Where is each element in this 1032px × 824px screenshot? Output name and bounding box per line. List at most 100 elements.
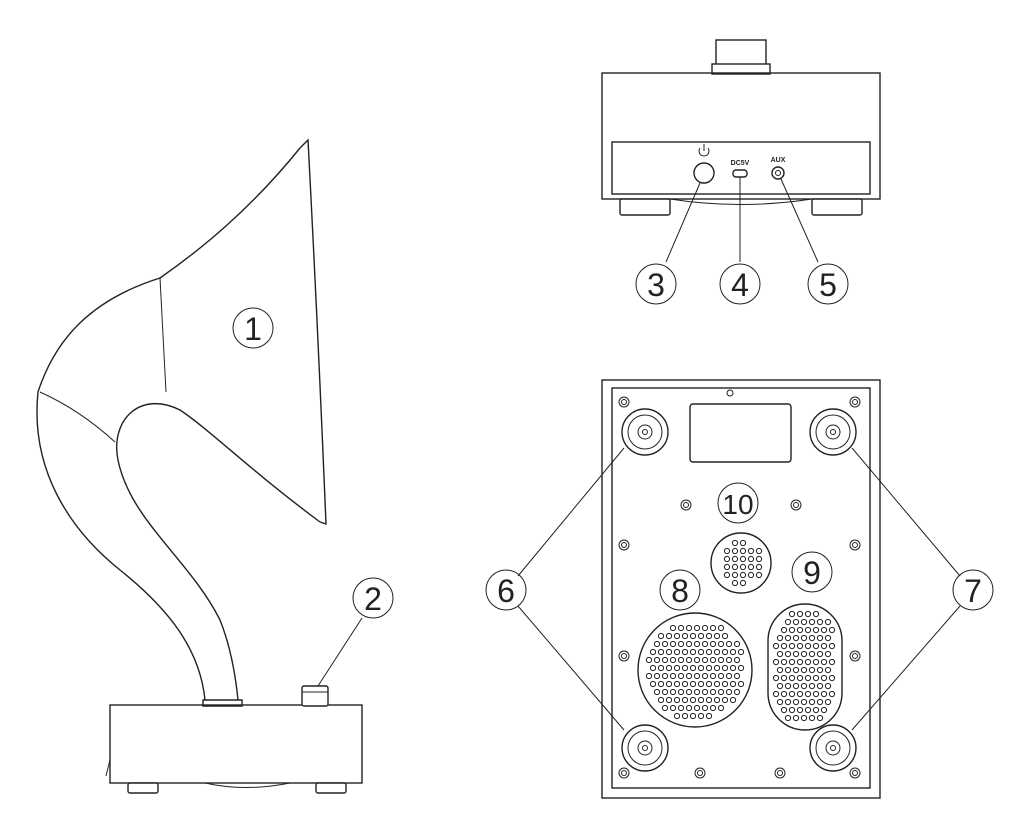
side-foot-left [127,782,159,794]
grille-hole [808,714,816,722]
grille-hole [709,688,717,696]
grille-hole [820,658,828,666]
callout-3: 3 [635,263,677,305]
grille-hole [800,682,808,690]
grille-hole [820,642,828,650]
grille-hole [717,640,725,648]
grille-hole [705,680,713,688]
grille-hole [693,656,701,664]
grille-hole [788,642,796,650]
grille-hole [665,632,673,640]
vent-hole [747,547,755,555]
screws [618,396,861,779]
grille-hole [792,618,800,626]
vent-hole [731,579,739,587]
grille-hole [681,648,689,656]
grille-hole [792,650,800,658]
callout-9-number: 9 [803,555,821,591]
screw-head [621,542,627,548]
callout-9: 9 [791,551,833,593]
neck-joint [202,699,243,707]
grille-hole [733,688,741,696]
grille-hole [792,714,800,722]
grille-hole [788,674,796,682]
grille-hole [665,696,673,704]
grille-hole [796,658,804,666]
screw-head [793,502,799,508]
grille-hole [653,656,661,664]
callout-7: 7 [952,569,994,611]
grille-hole [820,690,828,698]
vent-hole [739,579,747,587]
grille-hole [649,664,657,672]
grille-hole [812,626,820,634]
vent-hole [739,555,747,563]
grille-hole [808,650,816,658]
screw [849,396,861,408]
grille-hole [792,634,800,642]
callout-7-number: 7 [964,573,982,609]
callout-5: 5 [807,263,849,305]
grille-hole [701,624,709,632]
foot-top-left [621,408,669,456]
callout-4-number: 4 [731,267,749,303]
grille-hole [808,682,816,690]
grille-hole [733,640,741,648]
grille-hole [713,680,721,688]
leader-2 [317,617,363,687]
grille-hole [713,664,721,672]
leader-6a [517,447,625,577]
horn-seam-1 [159,277,167,393]
front-view: DC5V AUX [601,39,881,263]
vent-hole [739,563,747,571]
grille-hole [653,672,661,680]
leader-5 [780,178,819,263]
grille-hole [677,704,685,712]
grille-hole [685,640,693,648]
grille-hole [701,656,709,664]
grille-hole [681,680,689,688]
screw [790,499,802,511]
callout-3-circle [635,263,677,305]
grille-hole [816,682,824,690]
screw [849,767,861,779]
grille-hole [812,610,820,618]
grille-hole [661,640,669,648]
grille-hole [816,634,824,642]
vent-hole [731,547,739,555]
vent-hole [755,563,763,571]
vent-hole [723,563,731,571]
grille-hole [681,664,689,672]
grille-hole [669,672,677,680]
grille-hole [729,696,737,704]
callout-1-number: 1 [244,311,262,347]
grille-hole [804,674,812,682]
grille-hole [788,706,796,714]
grille-hole [649,648,657,656]
screw [774,767,786,779]
vent-hole [739,547,747,555]
grille-hole [713,648,721,656]
screw-head [621,399,627,405]
grille-hole [828,626,836,634]
grille-hole [776,682,784,690]
grille-hole [804,626,812,634]
grille-hole [713,696,721,704]
grille-hole [693,672,701,680]
grille-hole [673,664,681,672]
grille-hole [657,648,665,656]
vent-hole [755,555,763,563]
grille-hole [780,642,788,650]
callout-3-number: 3 [647,267,665,303]
vent-hole [747,563,755,571]
grille-hole [661,672,669,680]
side-vent-edge [204,782,291,788]
grille-hole [808,634,816,642]
grille-hole [788,626,796,634]
vent-hole [731,555,739,563]
grille-hole [653,688,661,696]
grille-hole [725,688,733,696]
grille-hole [661,688,669,696]
grille-hole [824,618,832,626]
callout-8-number: 8 [671,573,689,609]
